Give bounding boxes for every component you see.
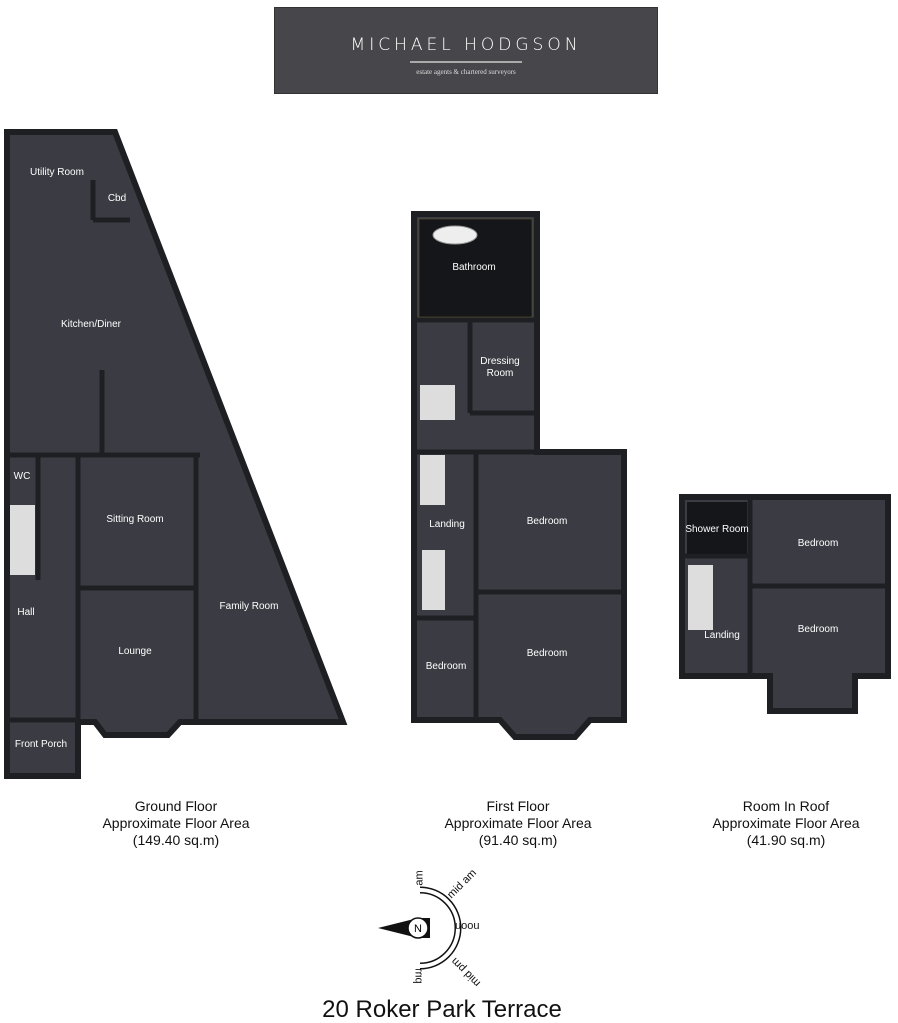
room-bedroom-3: Bedroom [425,661,467,672]
agent-logo: MICHAEL HODGSON estate agents & chartere… [274,7,658,94]
caption-line: Approximate Floor Area [712,815,860,831]
room-front-porch: Front Porch [14,739,68,750]
ground-floor-caption: Ground Floor Approximate Floor Area (149… [102,798,249,849]
logo-name: MICHAEL HODGSON [350,35,582,55]
room-bedroom-2: Bedroom [526,648,568,659]
logo-tagline: estate agents & chartered surveyors [416,68,516,76]
caption-line: Room In Roof [742,798,830,814]
room-landing-roof: Landing [704,630,740,641]
stairs-icon [10,385,713,630]
caption-line: Ground Floor [134,798,218,814]
caption-line: Approximate Floor Area [102,815,250,831]
caption-line: (41.90 sq.m) [746,832,826,848]
first-floor-outline [411,211,627,740]
room-dressing-room: Dressing Room [480,356,520,379]
compass-pm: pm [412,968,425,984]
compass-north: N [414,923,422,935]
room-hall: Hall [17,607,35,618]
caption-line: (149.40 sq.m) [132,832,220,848]
roof-floor-caption: Room In Roof Approximate Floor Area (41.… [712,798,859,849]
room-sitting-room: Sitting Room [106,514,164,525]
room-utility-room: Utility Room [30,167,84,178]
room-shower-room: Shower Room [685,524,749,535]
room-family-room: Family Room [219,601,279,612]
compass-noon: noon [455,920,480,932]
logo-divider [410,61,522,63]
property-title: 20 Roker Park Terrace [322,996,562,1023]
compass-am: am [413,870,426,886]
caption-line: Approximate Floor Area [444,815,592,831]
room-bathroom: Bathroom [452,262,496,273]
room-bedroom-roof-1: Bedroom [797,538,839,549]
room-bedroom-1: Bedroom [526,516,568,527]
shower-room-tiles [687,502,747,554]
room-landing-first: Landing [429,519,465,530]
caption-line: First Floor [486,798,550,814]
bath-icon [432,225,478,245]
room-lounge: Lounge [118,646,152,657]
room-cbd: Cbd [107,193,127,204]
caption-line: (91.40 sq.m) [478,832,558,848]
room-wc: WC [13,471,31,482]
first-floor-caption: First Floor Approximate Floor Area (91.4… [444,798,591,849]
room-bedroom-roof-2: Bedroom [797,624,839,635]
room-kitchen-diner: Kitchen/Diner [60,319,122,330]
